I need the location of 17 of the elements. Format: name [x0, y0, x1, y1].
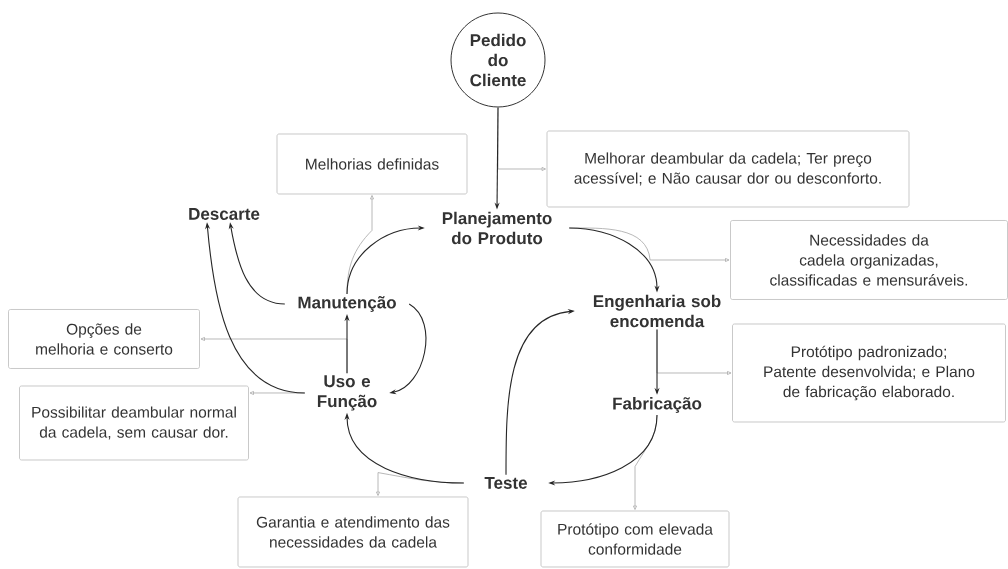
stage-label: Descarte	[189, 208, 260, 220]
note-box: Possibilitar deambular normal da cadela, sem causar dor.	[19, 385, 249, 461]
arrow	[633, 414, 658, 510]
note-box: Protótipo padronizado; Patente desenvolvida; e Plano de fabricação elaborado.	[732, 323, 1006, 423]
stage-label: Manutenção	[298, 296, 396, 312]
note-box: Melhorias definidas	[276, 133, 468, 195]
note-box: Melhorar deambular da cadela; Ter preço acessível; e Não causar dor ou desconforto.	[546, 130, 910, 208]
stage-label: Fabricação	[613, 397, 702, 413]
stage-label: Planejamento do Produto	[442, 211, 552, 245]
note-box: Garantia e atendimento das necessidades da cadela	[237, 496, 469, 568]
circle-node: Pedido do Cliente	[450, 12, 546, 108]
note-box: Necessidades da cadela organizadas, classificadas e mensuráveis.	[730, 220, 1008, 300]
note-box: Protótipo com elevada conformidade	[540, 510, 730, 568]
stage-label: Engenharia sob encomenda	[593, 294, 721, 328]
stage-label: Teste	[484, 477, 527, 489]
note-box: Opções de melhoria e conserto	[8, 309, 200, 369]
stage-label: Uso e Função	[317, 375, 377, 411]
